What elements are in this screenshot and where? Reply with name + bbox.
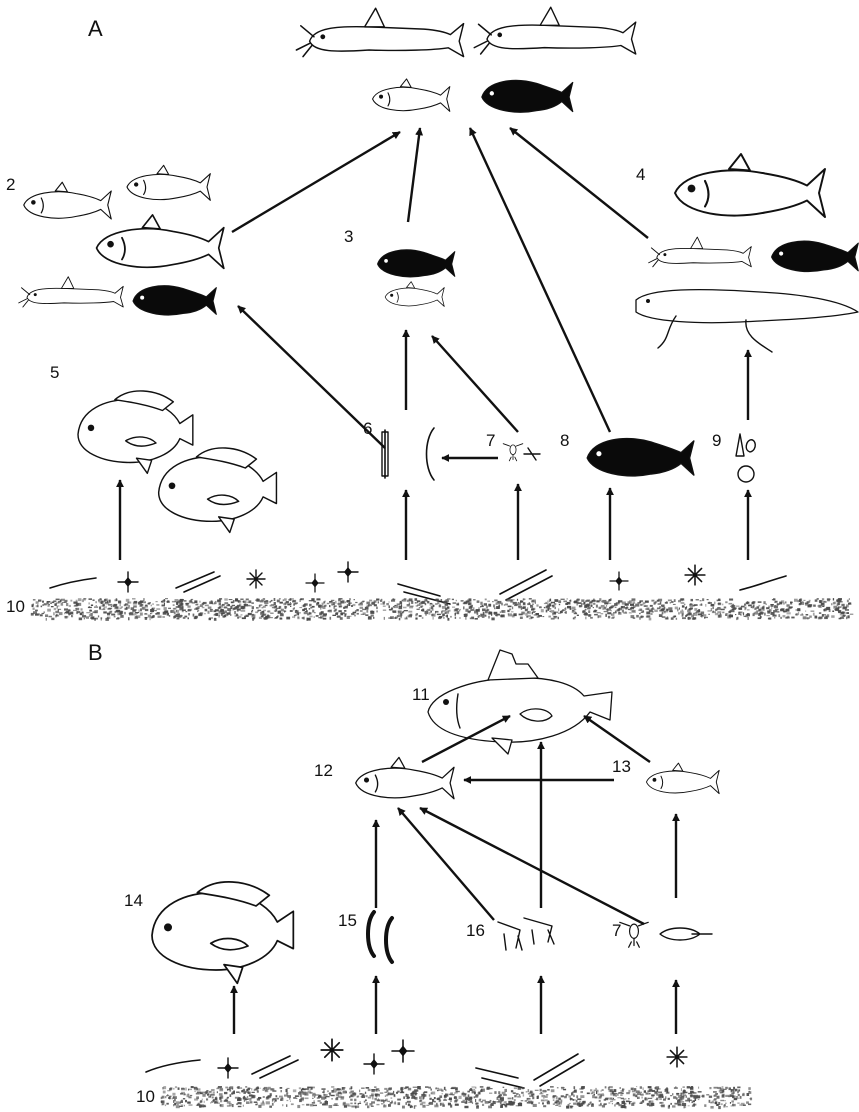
predator-fish-black	[482, 80, 573, 112]
label-b12: 12	[314, 761, 333, 780]
fish-5b	[159, 448, 277, 533]
copepod-7b	[524, 448, 540, 460]
panel-b: B 11 12 13 14 15 16	[88, 640, 752, 1109]
label-a4: 4	[636, 165, 645, 184]
invert-group-7	[503, 444, 540, 461]
fish-4c	[772, 241, 859, 271]
copepod-7a	[503, 444, 523, 461]
fish-group-2	[19, 165, 224, 315]
label-b14: 14	[124, 891, 143, 910]
fish-8	[587, 439, 694, 476]
fish-2b	[127, 165, 210, 200]
predator-fish-3	[373, 79, 450, 111]
phytoplankton-a	[50, 562, 786, 604]
copepods-7-b	[620, 922, 712, 947]
label-b15: 15	[338, 911, 357, 930]
sediment-a: 10	[6, 597, 853, 621]
fish-14	[152, 882, 293, 983]
label-a2: 2	[6, 175, 15, 194]
panel-b-letter: B	[88, 640, 103, 665]
larva-6a	[382, 430, 388, 478]
fish-3b	[385, 282, 444, 307]
fish-4b	[649, 237, 752, 267]
panel-a-letter: A	[88, 16, 103, 41]
label-b7: 7	[612, 921, 621, 940]
fish-13	[646, 763, 719, 794]
label-b10: 10	[136, 1087, 155, 1106]
phytoplankton-b	[146, 1039, 687, 1088]
label-b16: 16	[466, 921, 485, 940]
fish-2d	[19, 277, 124, 307]
fish-4a	[675, 154, 825, 217]
fish-2a	[24, 182, 112, 219]
larvae-15	[368, 912, 392, 962]
panel-a: A 2 3 4	[6, 7, 858, 621]
label-a5: 5	[50, 363, 59, 382]
top-predators-a	[296, 7, 635, 112]
fish-2c	[97, 215, 224, 268]
larva-6b	[427, 428, 435, 480]
invert-group-6	[382, 428, 434, 480]
predator-catfish-2	[474, 7, 636, 54]
label-a10: 10	[6, 597, 25, 616]
snails-9	[736, 434, 755, 482]
label-b13: 13	[612, 757, 631, 776]
fish-11-perch	[428, 650, 612, 754]
fish-group-5	[78, 391, 276, 533]
label-a8: 8	[560, 431, 569, 450]
label-a3: 3	[344, 227, 353, 246]
sediment-b: 10	[136, 1086, 752, 1109]
fish-group-4	[636, 154, 858, 352]
fish-5a	[78, 391, 193, 473]
arrows-b	[234, 716, 676, 1034]
label-b11: 11	[412, 685, 430, 704]
fish-4d-eel	[636, 290, 858, 352]
label-a9: 9	[712, 431, 721, 450]
label-a7: 7	[486, 431, 495, 450]
fish-12	[356, 757, 454, 798]
fish-2e	[133, 286, 216, 315]
predator-catfish-1	[296, 8, 463, 56]
chaoborus-16	[498, 918, 554, 950]
fish-3a	[378, 250, 455, 277]
fish-group-3	[378, 250, 455, 307]
